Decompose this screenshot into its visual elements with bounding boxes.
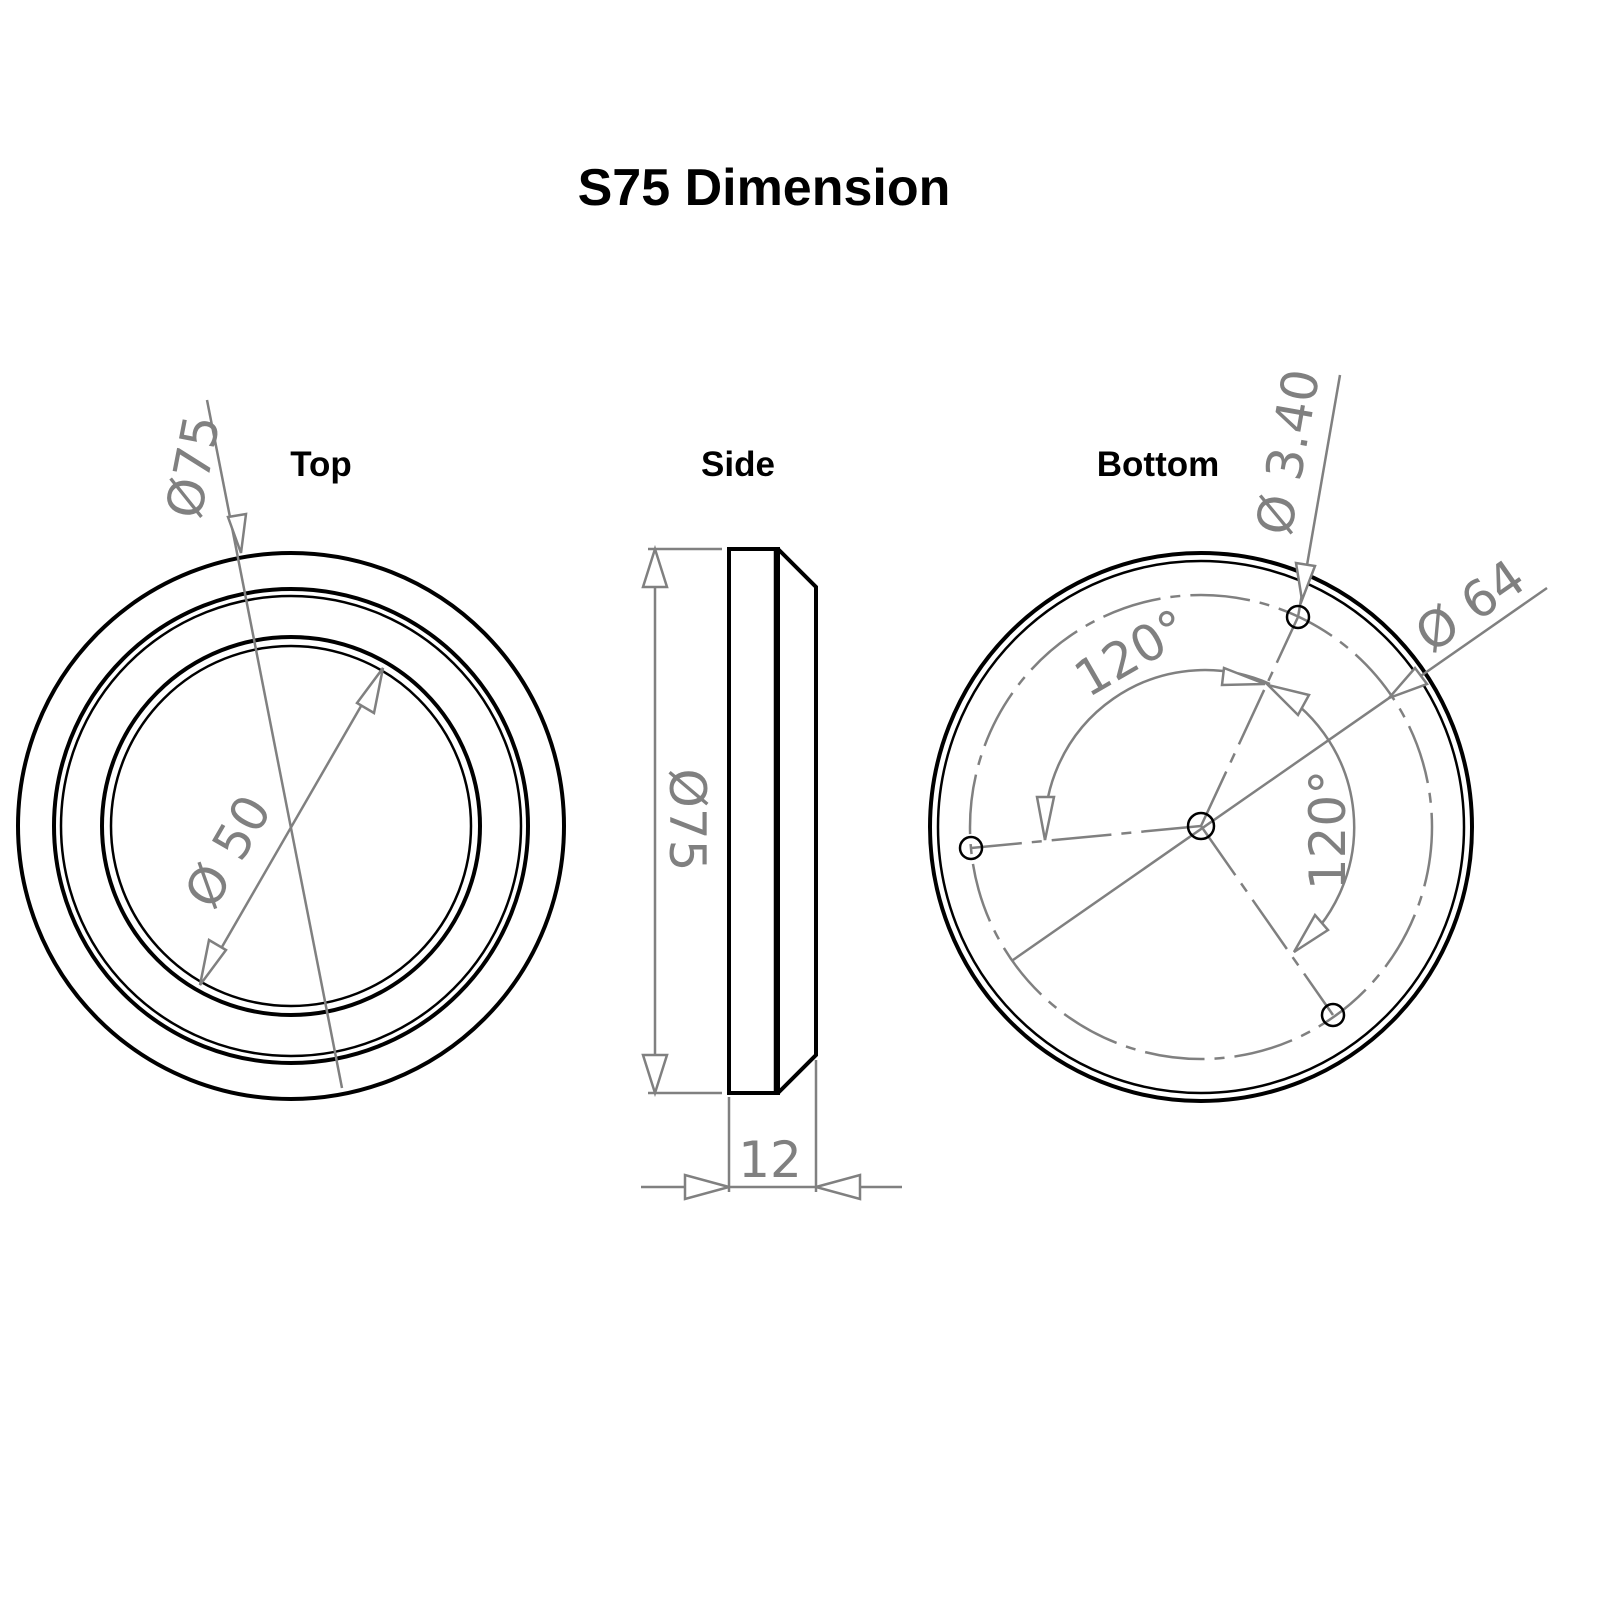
- bottom-inner-edge: [936, 559, 1466, 1095]
- arrow-head: [1220, 666, 1266, 687]
- drawing-title: S75 Dimension: [578, 159, 951, 217]
- side-chamfer: [776, 547, 818, 1095]
- center-line: [1199, 616, 1300, 827]
- mounting-hole: [958, 835, 984, 861]
- center-line: [1199, 825, 1335, 1016]
- dimension-text-75: Ø75: [155, 411, 232, 523]
- dimension-text-75-side: Ø75: [658, 769, 716, 872]
- arrow-head: [811, 1173, 862, 1201]
- dimension-text-3-40: Ø 3.40: [1245, 365, 1331, 539]
- arrow-head: [1294, 561, 1317, 605]
- angle-arc-1: [1043, 668, 1271, 841]
- bottom-outer-edge: [928, 551, 1474, 1103]
- mounting-hole: [1285, 604, 1311, 630]
- bolt-circle: [968, 593, 1434, 1061]
- arrow-head: [1388, 666, 1430, 700]
- angle-text-2: 120°: [1299, 770, 1357, 890]
- dimension-text-64: Ø 64: [1405, 548, 1536, 664]
- mounting-hole: [1320, 1002, 1346, 1028]
- top-outer-edge: [16, 551, 566, 1101]
- center-hole: [1186, 811, 1216, 841]
- dimension-text-50: Ø 50: [173, 786, 283, 918]
- view-label-top: Top: [290, 445, 352, 484]
- arrow-head: [641, 1053, 669, 1098]
- side-view: Ø75 12: [641, 544, 902, 1201]
- angle-arc-2: [1267, 683, 1356, 953]
- bottom-view: Ø 64 Ø 3.40 120° 120°: [928, 365, 1548, 1103]
- view-label-side: Side: [701, 445, 775, 484]
- arrow-head: [226, 512, 248, 554]
- top-view: Ø75 Ø 50: [16, 399, 566, 1101]
- dimension-line-75: [205, 399, 344, 1089]
- center-line: [970, 824, 1202, 850]
- top-lens-outer: [100, 635, 482, 1017]
- view-label-bottom: Bottom: [1097, 445, 1219, 484]
- angle-text-1: 120°: [1065, 598, 1198, 708]
- arrow-head: [641, 544, 669, 589]
- arrow-head: [683, 1173, 734, 1201]
- arrow-head: [1035, 795, 1056, 841]
- arrow-head: [1263, 682, 1311, 718]
- top-ring-inner: [59, 594, 523, 1058]
- dimension-line-64: [1012, 586, 1548, 962]
- dimension-text-12: 12: [738, 1131, 802, 1189]
- top-ring-outer: [52, 587, 530, 1065]
- side-body: [727, 547, 780, 1095]
- dimension-line-50: [198, 667, 385, 986]
- arrow-head: [355, 667, 385, 715]
- arrow-head: [198, 938, 228, 986]
- top-lens-inner: [109, 644, 473, 1008]
- arrow-head: [1292, 912, 1330, 954]
